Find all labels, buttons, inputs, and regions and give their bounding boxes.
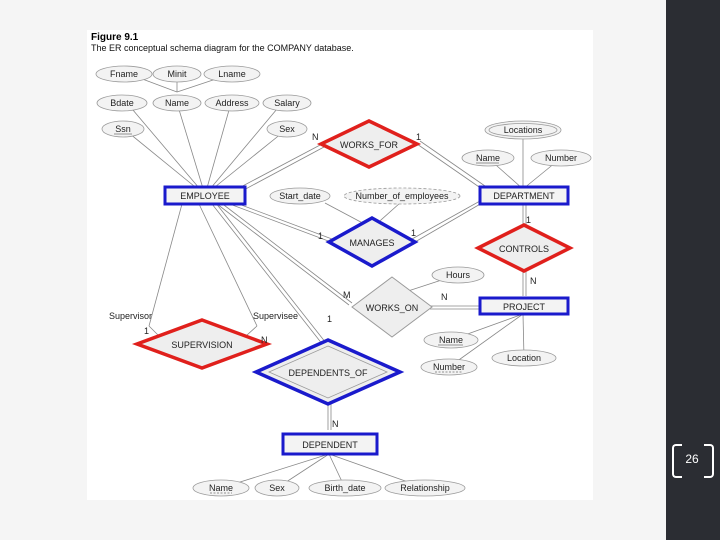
page-number-bracket-right (704, 444, 714, 478)
entity-project-label: PROJECT (503, 302, 546, 312)
figure-title: Figure 9.1 (91, 32, 139, 43)
attr-address: Address (215, 98, 249, 108)
attr-lname: Lname (218, 69, 246, 79)
connector-lines (123, 73, 562, 489)
figure-caption: The ER conceptual schema diagram for the… (91, 43, 354, 53)
relationship-works-for-label: WORKS_FOR (340, 140, 399, 150)
role-supervisee: Supervisee (253, 311, 298, 321)
attr-salary: Salary (274, 98, 300, 108)
relationship-dependents-of-label: DEPENDENTS_OF (288, 368, 368, 378)
role-supervisor: Supervisor (109, 311, 152, 321)
attribute-ellipses (95, 65, 592, 497)
relationship-works-on-label: WORKS_ON (366, 303, 419, 313)
attr-number-of-employees: Number_of_employees (355, 191, 449, 201)
relationship-supervision: SUPERVISION (131, 318, 273, 370)
attr-bdate: Bdate (110, 98, 134, 108)
relationship-works-on: WORKS_ON (351, 276, 433, 338)
relationship-manages-label: MANAGES (349, 238, 394, 248)
attr-fname: Fname (110, 69, 138, 79)
card-works-for-n: N (312, 132, 319, 142)
entity-project: PROJECT (478, 296, 570, 316)
relationship-supervision-label: SUPERVISION (171, 340, 232, 350)
card-works-on-n: N (441, 292, 448, 302)
attr-minit: Minit (167, 69, 187, 79)
relationship-controls: CONTROLS (474, 223, 574, 273)
card-works-for-1: 1 (416, 132, 421, 142)
card-controls-n: N (530, 276, 537, 286)
card-dependents-of-1: 1 (327, 314, 332, 324)
slide-sidebar (666, 0, 720, 540)
relationship-works-for: WORKS_FOR (316, 119, 422, 169)
card-controls-1: 1 (526, 215, 531, 225)
attr-proj-name: Name (439, 335, 463, 345)
relationship-dependents-of: DEPENDENTS_OF (251, 338, 405, 406)
er-diagram: Fname Minit Lname Bdate Name Address Sal… (95, 65, 592, 497)
attr-dept-number: Number (545, 153, 577, 163)
attr-name: Name (165, 98, 189, 108)
attr-locations: Locations (504, 125, 543, 135)
attr-start-date: Start_date (279, 191, 321, 201)
entity-department-label: DEPARTMENT (493, 191, 555, 201)
attr-dept-name: Name (476, 153, 500, 163)
attr-dep-sex: Sex (269, 483, 285, 493)
entity-department: DEPARTMENT (478, 185, 570, 206)
attr-proj-number: Number (433, 362, 465, 372)
attr-ssn: Ssn (115, 124, 131, 134)
attr-birth-date: Birth_date (324, 483, 365, 493)
card-works-on-m: M (343, 290, 351, 300)
card-manages-1b: 1 (411, 228, 416, 238)
attr-sex: Sex (279, 124, 295, 134)
key-underlines (114, 133, 499, 494)
card-supervision-n: N (261, 335, 268, 345)
entity-dependent: DEPENDENT (281, 432, 379, 456)
entity-employee: EMPLOYEE (163, 185, 247, 206)
page-number: 26 (685, 452, 699, 466)
page-number-bracket-left (672, 444, 682, 478)
attr-dep-name: Name (209, 483, 233, 493)
entity-dependent-label: DEPENDENT (302, 440, 358, 450)
er-figure: Figure 9.1 The ER conceptual schema diag… (87, 30, 593, 500)
attr-relationship: Relationship (400, 483, 450, 493)
card-manages-1a: 1 (318, 231, 323, 241)
entity-employee-label: EMPLOYEE (180, 191, 230, 201)
card-supervision-1: 1 (144, 326, 149, 336)
relationship-controls-label: CONTROLS (499, 244, 549, 254)
card-dependents-of-n: N (332, 419, 339, 429)
attr-location: Location (507, 353, 541, 363)
attr-hours: Hours (446, 270, 471, 280)
relationship-manages: MANAGES (325, 215, 419, 269)
